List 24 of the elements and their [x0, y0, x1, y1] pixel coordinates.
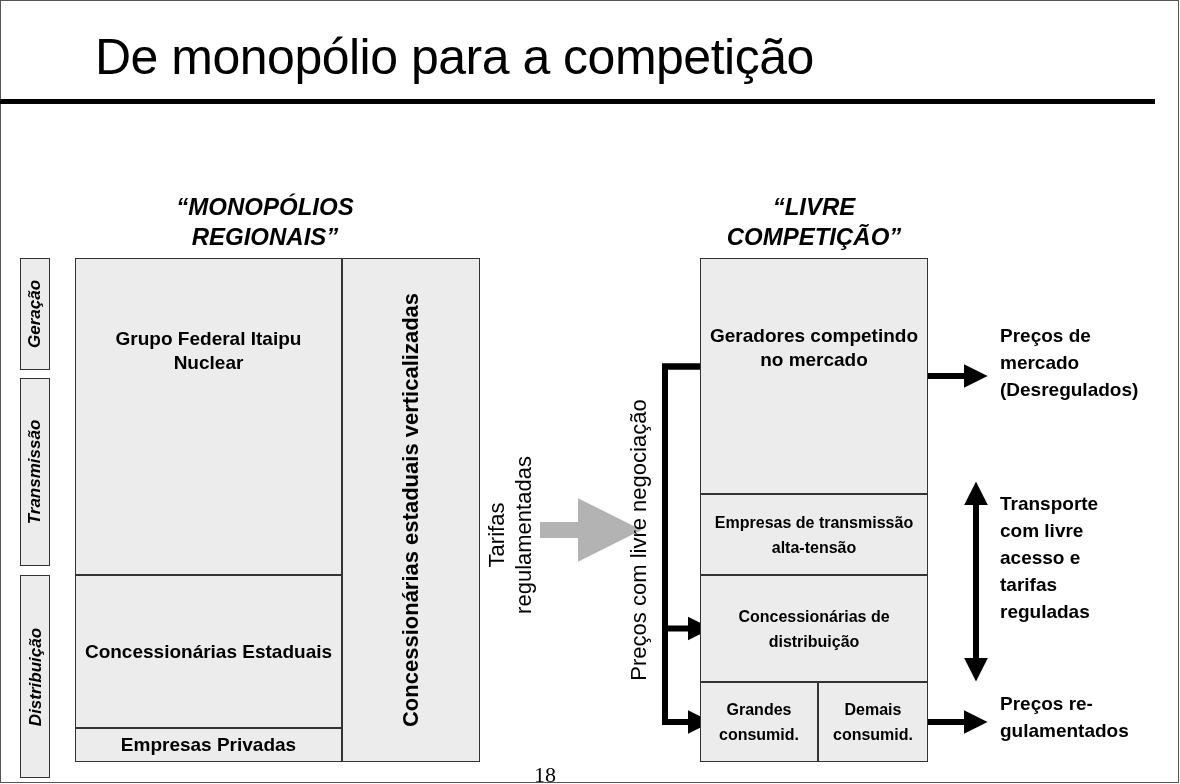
note-text: Transporte com livre acesso e tarifas reguladas: [1000, 492, 1100, 624]
price-text: Preços com livre negociação: [618, 360, 658, 720]
arrow: [540, 498, 642, 562]
arrow: [928, 710, 988, 734]
panel-heading: “MONOPÓLIOS REGIONAIS”: [175, 192, 355, 252]
slide-title: De monopólio para a competição: [95, 28, 814, 87]
sector-box: Concessionárias Estaduais: [75, 575, 342, 728]
stage-box: Distribuição: [20, 575, 50, 778]
sector-box: Grupo Federal Itaipu Nuclear: [75, 258, 342, 575]
sector-box: Concessionárias de distribuição: [700, 575, 928, 682]
price-text: Preços de mercado (Desregulados): [1000, 322, 1170, 406]
sector-box: Grandes consumid.: [700, 682, 818, 762]
sector-box: Empresas de transmissão alta-tensão: [700, 494, 928, 575]
stage-box: Geração: [20, 258, 50, 370]
tariff-text: Tarifas regulamentadas: [480, 440, 540, 630]
sector-box: Demais consumid.: [818, 682, 928, 762]
sector-box: Concessionárias estaduais verticalizadas: [342, 258, 480, 762]
arrow: [928, 364, 988, 388]
panel-heading: “LIVRE COMPETIÇÃO”: [725, 192, 903, 252]
price-text: Preços re- gulamentados: [1000, 690, 1130, 760]
stage-box: Transmissão: [20, 378, 50, 566]
sector-box: Empresas Privadas: [75, 728, 342, 762]
page-number: 18: [533, 761, 557, 784]
sector-box: Geradores competindo no mercado: [700, 258, 928, 494]
